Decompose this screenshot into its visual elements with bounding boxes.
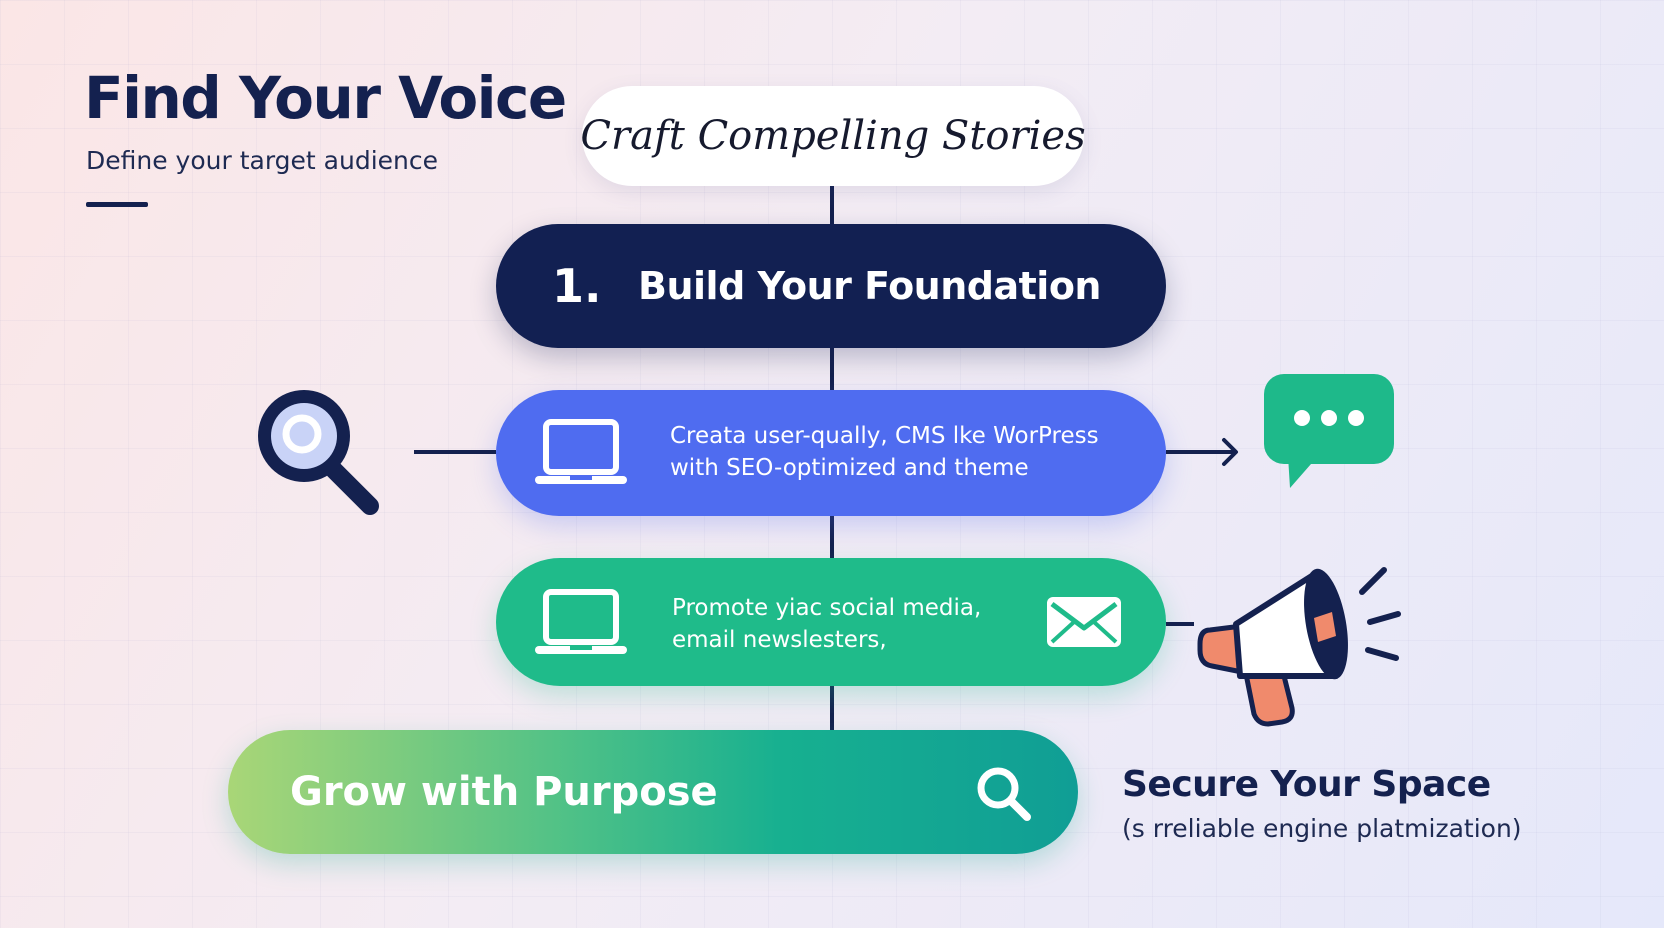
connector-line [830, 348, 834, 390]
secure-space-subtitle: (s rreliable engine platmization) [1122, 814, 1522, 843]
cms-text-line2: with SEO-optimized and theme [670, 455, 1029, 481]
search-icon [977, 767, 1031, 821]
step-grow: Grow with Purpose [228, 730, 1078, 854]
title-underline [86, 202, 148, 207]
laptop-icon [535, 419, 627, 484]
connector-line [830, 516, 834, 558]
secure-space-title: Secure Your Space [1122, 764, 1491, 805]
connector-line [830, 186, 834, 224]
step-cms: Creata user-qually, CMS lke WorPress wit… [496, 390, 1166, 516]
step-build-foundation: 1. Build Your Foundation [496, 224, 1166, 348]
step-number: 1. [552, 259, 602, 313]
connector-line [414, 450, 496, 454]
page-title: Find Your Voice [84, 64, 567, 132]
envelope-icon [1047, 597, 1121, 647]
right-arrow [1166, 438, 1238, 466]
magnifier-icon [258, 390, 379, 515]
megaphone-icon [1197, 567, 1401, 727]
cms-text-line1: Creata user-qually, CMS lke WorPress [670, 423, 1099, 449]
step-promote: Promote yiac social media, email newsles… [496, 558, 1166, 686]
step-craft-stories-label: Craft Compelling Stories [580, 113, 1086, 159]
promote-text-line1: Promote yiac social media, [672, 595, 982, 621]
laptop-icon [535, 589, 627, 654]
page-subtitle: Define your target audience [86, 146, 439, 175]
step-build-foundation-label: Build Your Foundation [638, 264, 1101, 308]
connector-line [1166, 622, 1194, 626]
step-craft-stories: Craft Compelling Stories [580, 86, 1086, 186]
chat-bubble-icon [1264, 374, 1394, 488]
promote-text-line2: email newslesters, [672, 627, 887, 653]
step-grow-label: Grow with Purpose [290, 769, 718, 815]
